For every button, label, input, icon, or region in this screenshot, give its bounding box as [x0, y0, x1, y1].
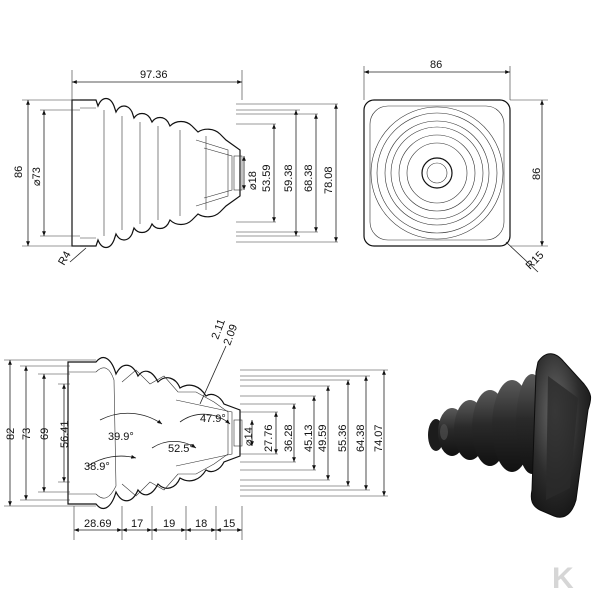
sec-dim-64-38: 64.38 [355, 424, 367, 452]
sec-dim-82: 82 [5, 428, 17, 440]
seg-17: 17 [131, 518, 143, 530]
dim-length: 97.36 [140, 69, 168, 81]
sec-dim-73: 73 [21, 428, 33, 440]
seg-28-69: 28.69 [84, 518, 112, 530]
front-dim-width: 86 [430, 59, 442, 71]
section-view: 82 73 69 56.41 39.9° 38.9° 52.5° 47.9° 2… [4, 318, 388, 540]
seg-19: 19 [163, 518, 175, 530]
sec-dim-27-76: 27.76 [263, 424, 275, 452]
sec-dim-49-59: 49.59 [317, 424, 329, 452]
seg-15: 15 [223, 518, 235, 530]
dim-radius-r4: R4 [56, 249, 73, 267]
front-dim-height: 86 [531, 168, 543, 180]
dim-59-38: 59.38 [283, 164, 295, 192]
angle-39-9: 39.9° [108, 431, 134, 443]
sec-dim-d14: ⌀14 [243, 427, 255, 446]
logo-k: K [552, 562, 574, 595]
sec-dim-55-36: 55.36 [337, 424, 349, 452]
dim-68-38: 68.38 [303, 164, 315, 192]
dim-height: 86 [13, 166, 25, 178]
dim-inner-dia: ⌀18 [247, 171, 259, 190]
sec-dim-45-13: 45.13 [303, 424, 315, 452]
front-dim-radius: R15 [524, 249, 547, 272]
section-bellows-outline [67, 357, 241, 509]
dim-outer-dia: ⌀73 [31, 167, 43, 186]
sec-dim-36-28: 36.28 [283, 424, 295, 452]
sec-dim-56-41: 56.41 [59, 420, 71, 448]
product-render [428, 353, 592, 518]
angle-52-5: 52.5° [168, 443, 194, 455]
front-view: 86 86 R15 [363, 59, 548, 273]
angle-38-9: 38.9° [84, 461, 110, 473]
dim-78-08: 78.08 [323, 166, 335, 194]
angle-47-9: 47.9° [200, 413, 226, 425]
side-view: 97.36 86 ⌀73 ⌀18 53.59 59.38 68.38 78.08… [13, 69, 338, 268]
seg-18: 18 [195, 518, 207, 530]
sec-dim-69: 69 [39, 428, 51, 440]
sec-dim-74-07: 74.07 [373, 424, 385, 452]
dim-53-59: 53.59 [261, 164, 273, 192]
side-view-bellows-outline [71, 97, 241, 249]
brand-logo: K [552, 562, 574, 595]
